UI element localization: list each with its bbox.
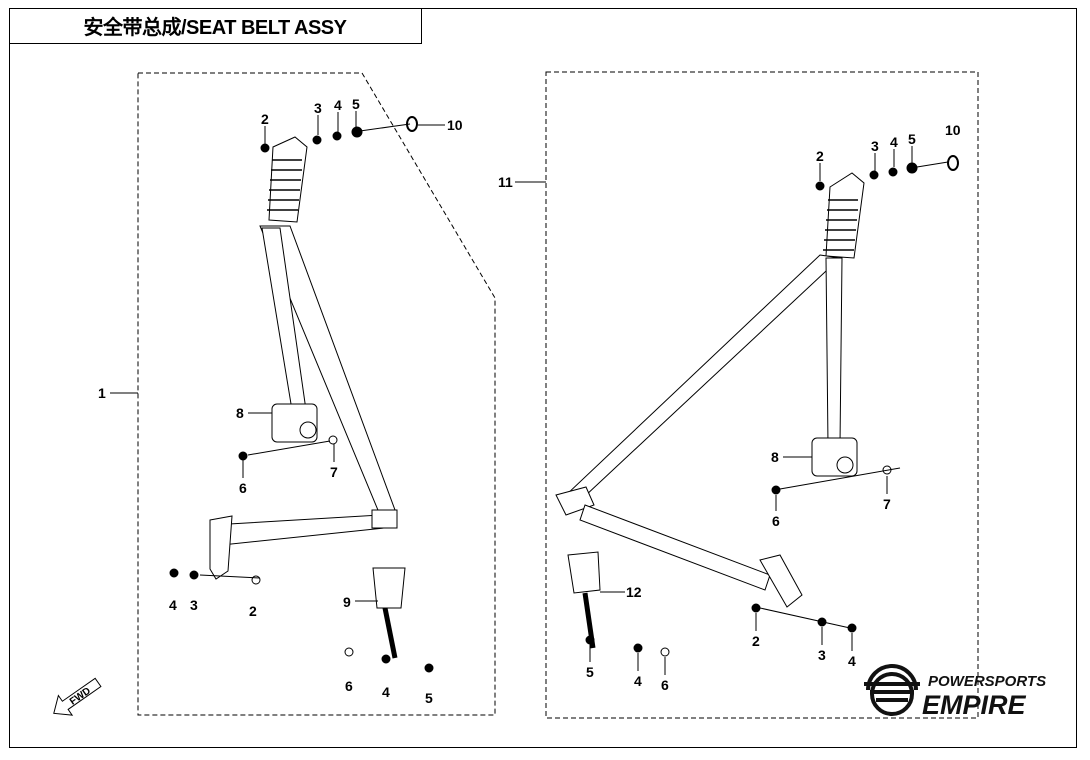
callout: 5 [586,664,594,680]
callout: 4 [169,597,177,613]
left-assembly-boundary [137,72,496,716]
drawing-frame [9,8,1077,748]
callout: 4 [334,97,342,113]
callout: 12 [626,584,642,600]
callout: 2 [249,603,257,619]
callout: 6 [772,513,780,529]
callout: 6 [239,480,247,496]
callout: 2 [261,111,269,127]
right-assembly-boundary [545,71,979,719]
right-seat-belt [555,172,865,649]
callout: 9 [343,594,351,610]
callout: 4 [848,653,856,669]
callout: 5 [908,131,916,147]
callout-right-assembly: 11 [498,174,513,190]
callout: 5 [352,96,360,112]
callout: 7 [330,464,338,480]
callout: 3 [314,100,322,116]
callout: 2 [752,633,760,649]
callout: 8 [236,405,244,421]
callout: 4 [634,673,642,689]
callout: 3 [871,138,879,154]
right-leader-lines [515,146,949,675]
page-title: 安全带总成/SEAT BELT ASSY [9,8,422,44]
left-seat-belt [209,136,406,659]
left-leader-lines [110,111,445,602]
callout: 3 [818,647,826,663]
callout: 10 [945,122,961,138]
svg-text:EMPIRE: EMPIRE [922,690,1027,720]
callout: 7 [883,496,891,512]
callout: 10 [447,117,463,133]
callout: 6 [345,678,353,694]
callout: 3 [190,597,198,613]
callout-left-assembly: 1 [98,385,106,401]
callout: 8 [771,449,779,465]
callout: 4 [890,134,898,150]
svg-text:POWERSPORTS: POWERSPORTS [928,673,1046,690]
callout: 2 [816,148,824,164]
callout: 4 [382,684,390,700]
powersports-empire-logo: POWERSPORTS EMPIRE [864,664,1046,720]
callout: 5 [425,690,433,706]
fwd-arrow-icon: FWD [53,677,102,716]
callout: 6 [661,677,669,693]
